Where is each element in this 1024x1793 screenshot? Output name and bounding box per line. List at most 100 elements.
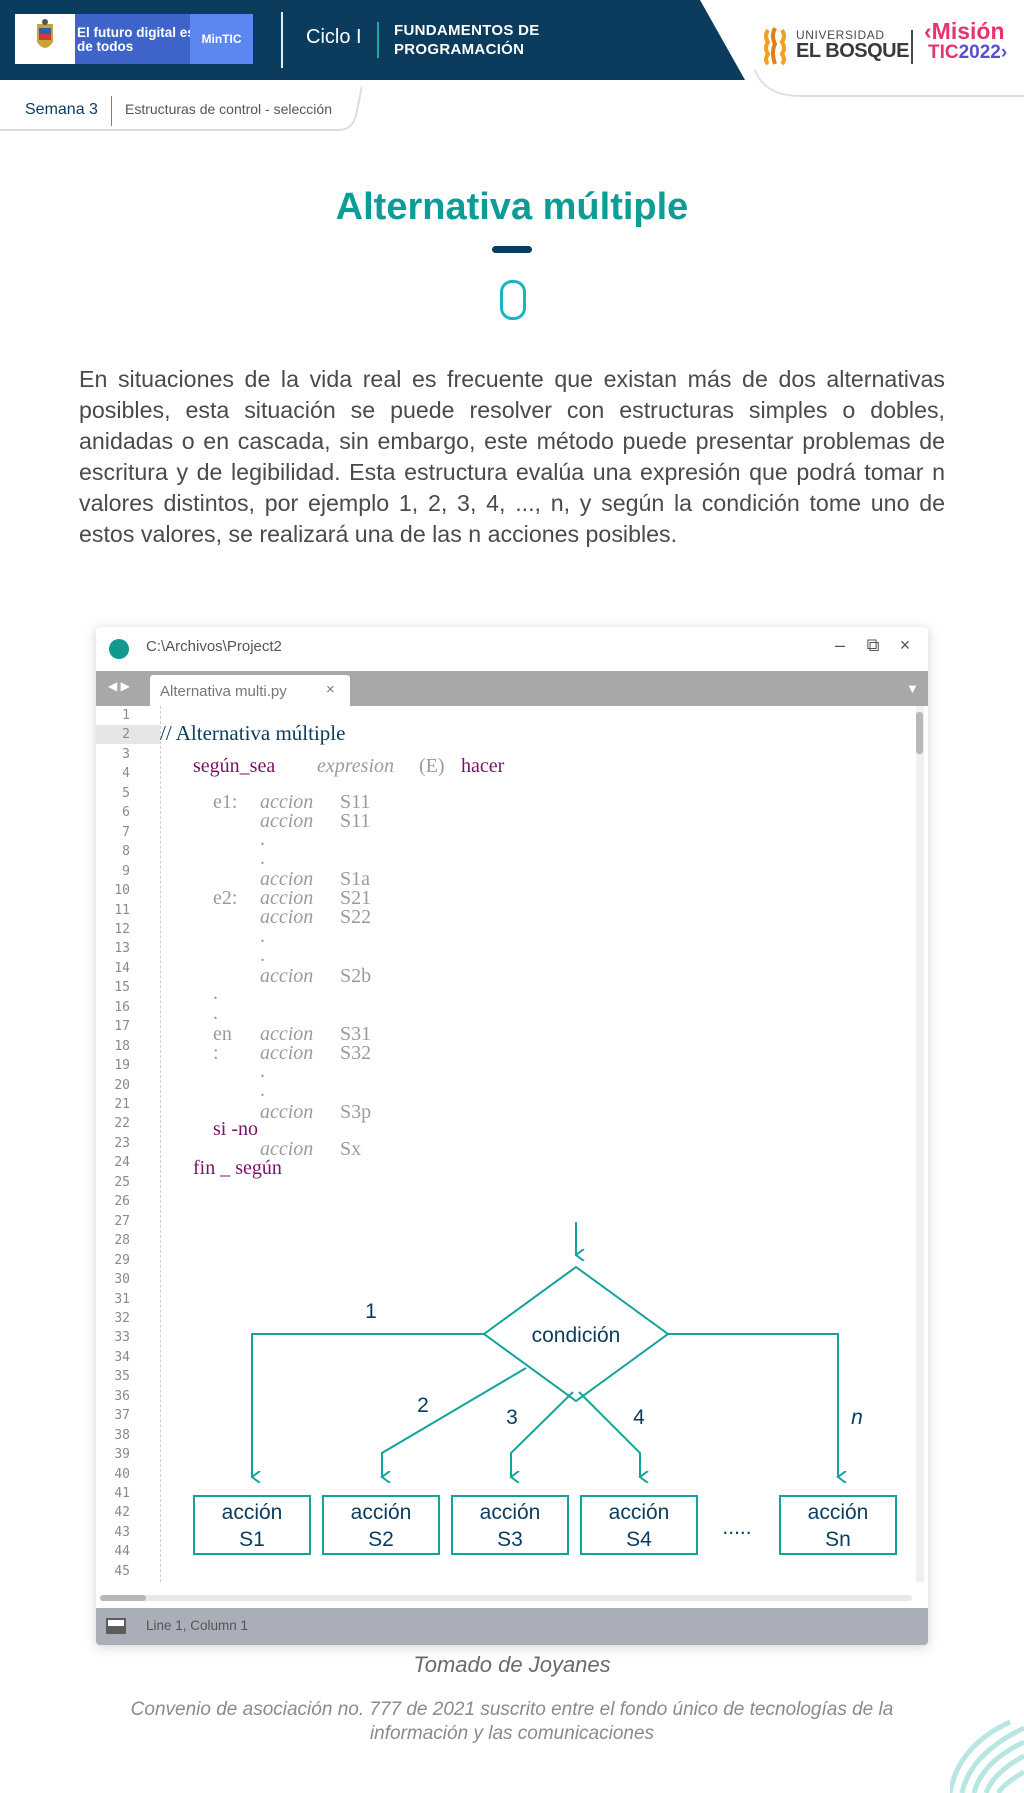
line-number: 37 (114, 1408, 130, 1424)
horizontal-scrollbar-thumb[interactable] (100, 1595, 146, 1601)
figure-caption: Tomado de Joyanes (413, 1652, 611, 1677)
line-number: 20 (114, 1077, 130, 1093)
action-s1-line1: acción (222, 1501, 283, 1524)
code-ellipsis-dot: . (260, 1060, 265, 1082)
line-number: 39 (114, 1447, 130, 1463)
code-accion: accion (260, 1042, 314, 1064)
gov-logo: El futuro digital es de todos MinTIC (15, 14, 253, 64)
vertical-scrollbar[interactable] (916, 706, 924, 1582)
university-name: EL BOSQUE (796, 40, 909, 62)
condition-diamond (482, 1265, 670, 1403)
tab-close-icon[interactable]: × (326, 681, 335, 698)
line-number: 3 (122, 746, 130, 762)
line-number: 22 (114, 1116, 130, 1132)
week-label: Semana 3 (25, 101, 98, 118)
code-action-s11a: S11 (340, 791, 371, 813)
line-number: 18 (114, 1038, 130, 1054)
vertical-scrollbar-thumb[interactable] (916, 712, 923, 754)
university-label: UNIVERSIDAD (796, 28, 885, 42)
cursor-position: Line 1, Column 1 (146, 1618, 249, 1633)
line-number: 40 (114, 1466, 130, 1482)
branch-2-line (382, 1367, 527, 1477)
line-number: 15 (114, 980, 130, 996)
code-action-s21: S21 (340, 887, 372, 909)
tab-active-file[interactable]: Alternativa multi.py × (150, 675, 350, 706)
mision-tic-logo-line1: ‹Misión (924, 18, 1005, 44)
code-accion: accion (260, 1138, 314, 1160)
code-action-s22: S22 (340, 906, 372, 928)
status-bar: Line 1, Column 1 (96, 1608, 928, 1645)
action-sn-line2: Sn (825, 1528, 851, 1551)
tab-menu-chevron-down-icon[interactable]: ▼ (906, 681, 919, 696)
action-s3-line1: acción (480, 1501, 541, 1524)
line-number: 38 (114, 1427, 130, 1443)
line-number: 2 (122, 727, 130, 743)
week-topic: Estructuras de control - selección (125, 101, 332, 117)
actions-ellipsis: ..... (722, 1516, 751, 1539)
code-expr-paren: (E) (419, 755, 445, 777)
line-number: 12 (114, 921, 130, 937)
mision-tic-tic: TIC (928, 42, 959, 63)
code-case-en: en (213, 1023, 232, 1045)
code-ellipsis-dot: . (260, 944, 265, 966)
line-number: 26 (114, 1194, 130, 1210)
code-action-s2b: S2b (340, 965, 372, 987)
action-s1-line2: S1 (239, 1528, 265, 1551)
code-action-s1a: S1a (340, 868, 370, 890)
minimize-button[interactable]: – (834, 635, 845, 655)
line-number: 33 (114, 1330, 130, 1346)
footer-note: Convenio de asociación no. 777 de 2021 s… (130, 1699, 894, 1744)
line-number: 34 (114, 1349, 130, 1365)
code-ellipsis-dot: . (213, 982, 218, 1004)
branch-3-line (511, 1391, 574, 1477)
code-sino-keyword: si -no (213, 1118, 258, 1140)
tab-nav-arrows-icon[interactable]: ◀ ▶ (108, 679, 130, 693)
condition-label: condición (532, 1324, 621, 1347)
line-number: 4 (122, 766, 130, 782)
line-number: 7 (122, 824, 130, 840)
week-tab-shape (0, 86, 362, 131)
code-ellipsis-dot: . (260, 828, 265, 850)
el-bosque-logo-icon (764, 27, 786, 66)
code-ellipsis-dot: . (260, 1079, 265, 1101)
course-title-line2: PROGRAMACIÓN (394, 41, 525, 58)
action-s3-line2: S3 (497, 1528, 523, 1551)
code-comment: // Alternativa múltiple (160, 721, 346, 745)
mision-tic-logo-line2: TIC2022› (928, 42, 1007, 64)
tab-label: Alternativa multi.py (160, 683, 287, 700)
window-titlebar: C:\Archivos\Project2 – ⧉ × (96, 627, 928, 671)
code-case-e1: e1: (213, 791, 238, 813)
line-number: 21 (114, 1097, 130, 1112)
mision-tic-year: 2022› (958, 42, 1008, 63)
line-number: 11 (114, 902, 130, 918)
line-number: 5 (122, 785, 130, 801)
flowchart: condición 1 2 3 4 n acción S1 acción S2 … (193, 1222, 897, 1555)
branch-label-2: 2 (417, 1394, 429, 1417)
code-accion: accion (260, 887, 314, 909)
close-button[interactable]: × (899, 635, 911, 655)
code-colon: : (213, 1042, 219, 1064)
action-box-s3 (451, 1495, 569, 1555)
line-number: 9 (122, 863, 130, 879)
code-action-sx: Sx (340, 1138, 362, 1160)
action-sn-line1: acción (808, 1501, 869, 1524)
branch-n-line (668, 1333, 838, 1477)
restore-button[interactable]: ⧉ (866, 635, 880, 655)
line-number: 28 (114, 1233, 130, 1249)
code-accion: accion (260, 868, 314, 890)
line-number: 16 (114, 999, 130, 1015)
page-title: Alternativa múltiple (335, 186, 689, 228)
cycle-label: Ciclo I (306, 26, 362, 48)
panel-toggle-icon[interactable] (106, 1618, 126, 1634)
decorative-stripes (950, 1719, 1024, 1793)
branch-1-line (252, 1333, 484, 1477)
action-s2-line1: acción (351, 1501, 412, 1524)
line-number: 10 (114, 883, 130, 899)
horizontal-scrollbar[interactable] (100, 1595, 912, 1601)
branch-label-n: n (851, 1406, 863, 1429)
code-fin-keyword: fin _ según (193, 1157, 282, 1179)
line-number: 1 (122, 708, 130, 723)
line-number: 35 (114, 1369, 130, 1385)
line-number: 42 (114, 1505, 130, 1521)
